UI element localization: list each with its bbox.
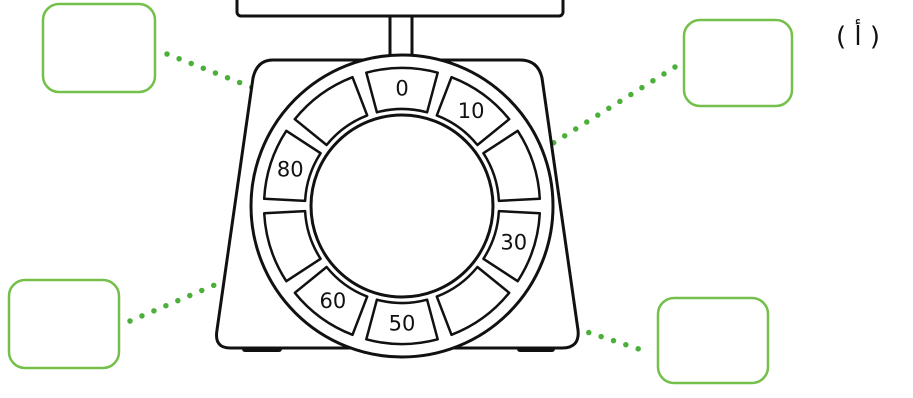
dial-inner-circle xyxy=(311,115,493,297)
dial-label-10: 10 xyxy=(458,99,485,123)
answer-box-bottom-left[interactable] xyxy=(9,280,119,368)
dial-label-50: 50 xyxy=(389,312,416,336)
dial-label-80: 80 xyxy=(277,158,304,182)
dial-label-60: 60 xyxy=(320,289,347,313)
dial-label-30: 30 xyxy=(500,230,527,254)
answer-box-bottom-right[interactable] xyxy=(658,298,768,383)
answer-box-top-left[interactable] xyxy=(43,4,155,92)
question-item-label: ( أ ) xyxy=(836,22,880,52)
answer-box-top-right[interactable] xyxy=(684,20,792,106)
connector-top-right xyxy=(542,67,675,150)
dial-label-0: 0 xyxy=(395,77,408,101)
